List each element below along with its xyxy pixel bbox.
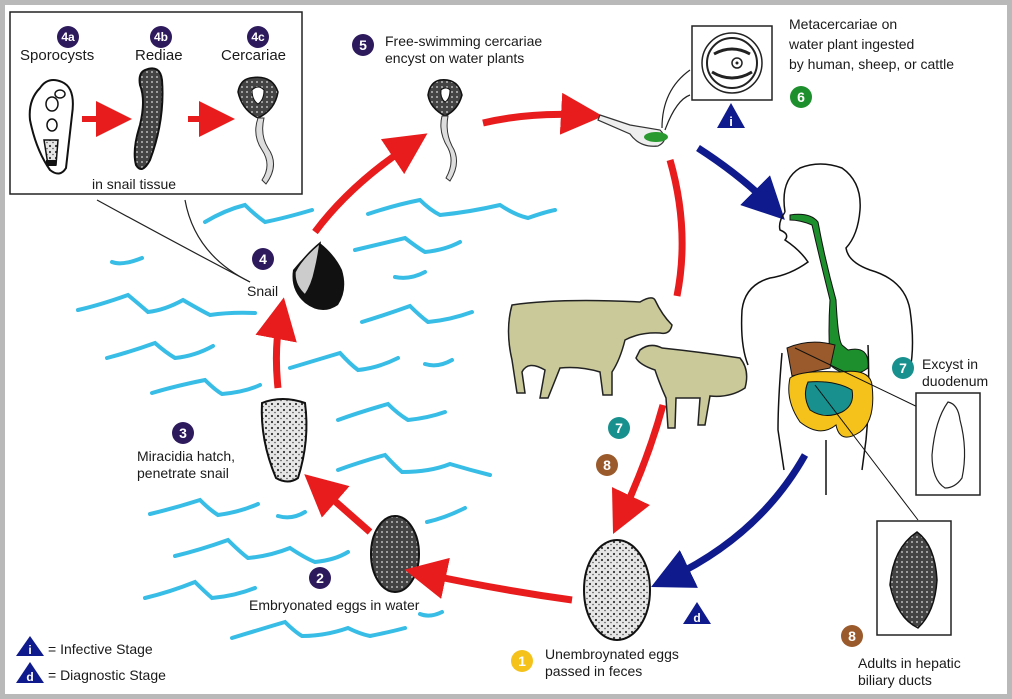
redia-illustration	[133, 67, 164, 170]
stage-3-label-line1: Miracidia hatch,	[137, 448, 236, 464]
leader-line	[96, 199, 251, 283]
stage-badge-8: 8	[841, 625, 863, 647]
snail-label: Snail	[247, 283, 279, 299]
wave	[336, 452, 492, 477]
arrow-animals-to-egg	[611, 404, 667, 534]
wave	[110, 256, 144, 266]
wave	[105, 340, 215, 361]
wave	[148, 497, 260, 518]
stage-badge-4a: 4a	[57, 26, 79, 48]
stage-6-label-line2: water plant ingested	[789, 36, 915, 52]
stage-7-label-line2: duodenum	[922, 373, 989, 389]
stage-5-label-line2: encyst on water plants	[385, 50, 525, 66]
rediae-label: Rediae	[135, 47, 183, 64]
metacercaria-illustration	[701, 32, 763, 94]
arrow-human-to-egg	[651, 453, 809, 588]
wave	[143, 579, 257, 601]
stage-badge-3: 3	[172, 422, 194, 444]
free-cercaria-illustration	[427, 79, 463, 182]
wave	[276, 510, 307, 520]
arrow-egg-to-embryonated	[404, 557, 573, 604]
unembryonated-egg-illustration	[583, 539, 651, 641]
wave	[366, 197, 557, 221]
stage-badge-4c: 4c	[247, 26, 269, 48]
miracidium-illustration	[260, 398, 308, 483]
stage-badge-2: 2	[309, 567, 331, 589]
spoon-with-plant-illustration	[597, 69, 691, 147]
wave	[76, 292, 257, 318]
stage-1-label-line2: passed in feces	[545, 663, 643, 679]
stage-1-label-line1: Unembroynated eggs	[545, 646, 679, 662]
stage-badge-4b: 4b	[150, 26, 172, 48]
arrow-plant-to-human	[696, 145, 785, 220]
stage-3-label-line2: penetrate snail	[137, 465, 229, 481]
sporocyst-illustration	[28, 79, 74, 175]
legend-infective-icon: i	[16, 636, 44, 657]
infective-stage-marker: i	[717, 103, 745, 129]
wave	[336, 401, 447, 423]
leader-line	[184, 199, 251, 283]
wave	[393, 270, 427, 280]
wave	[230, 619, 407, 640]
wave	[425, 506, 467, 524]
arrow-cercariae-to-plant	[482, 92, 603, 135]
wave	[353, 235, 462, 255]
wave	[360, 303, 474, 325]
stage-7-label-line1: Excyst in	[922, 356, 979, 372]
wave	[150, 377, 262, 397]
legend-diagnostic-label: = Diagnostic Stage	[48, 667, 166, 683]
wave	[418, 610, 444, 618]
sheep-illustration	[635, 344, 748, 429]
stage-badge-5: 5	[352, 34, 374, 56]
human-figure-illustration	[740, 163, 929, 521]
sporocysts-label: Sporocysts	[20, 47, 95, 64]
stage-8-label-line1: Adults in hepatic	[858, 655, 961, 671]
arrow-snail-to-cercariae	[312, 133, 428, 235]
wave	[203, 202, 314, 225]
human-arrows	[651, 145, 809, 588]
stage-6-label-line1: Metacercariae on	[789, 16, 898, 32]
svg-text:d: d	[693, 611, 700, 625]
wave	[423, 358, 454, 368]
stage-badge-7: 7	[892, 357, 914, 379]
arrow-miracidia-to-snail	[255, 297, 297, 389]
stage-badge-4: 4	[252, 248, 274, 270]
arrow-plant-to-animals	[666, 159, 686, 297]
embryonated-egg-illustration	[370, 515, 420, 593]
diagnostic-stage-marker: d	[683, 602, 711, 625]
transmission-arrows	[255, 92, 686, 604]
water-waves	[76, 197, 557, 640]
cercaria-box-illustration	[237, 76, 279, 185]
stage-2-label: Embryonated eggs in water	[249, 597, 420, 613]
wave	[173, 537, 350, 565]
cercariae-label: Cercariae	[221, 47, 287, 64]
stage-badge-1: 1	[511, 650, 533, 672]
stage-badge-7-animal: 7	[608, 417, 630, 439]
snail-tissue-caption: in snail tissue	[92, 176, 177, 192]
excysted-juvenile-illustration	[931, 401, 966, 489]
wave	[288, 350, 400, 373]
stage-badge-8-animal: 8	[596, 454, 618, 476]
arrow-embryonated-to-miracidia	[304, 474, 373, 535]
adult-fluke-illustration	[889, 531, 938, 629]
stage-badge-6: 6	[790, 86, 812, 108]
svg-text:i: i	[28, 643, 31, 657]
svg-text:d: d	[26, 670, 33, 684]
stage-6-label-line3: by human, sheep, or cattle	[789, 56, 954, 72]
snail-illustration	[292, 241, 345, 311]
cow-illustration	[507, 297, 673, 399]
stage-5-label-line1: Free-swimming cercariae	[385, 33, 543, 49]
stage-8-label-line2: biliary ducts	[858, 672, 932, 688]
legend-diagnostic-icon: d	[16, 662, 44, 684]
svg-text:i: i	[729, 114, 733, 129]
legend-infective-label: = Infective Stage	[48, 641, 153, 657]
